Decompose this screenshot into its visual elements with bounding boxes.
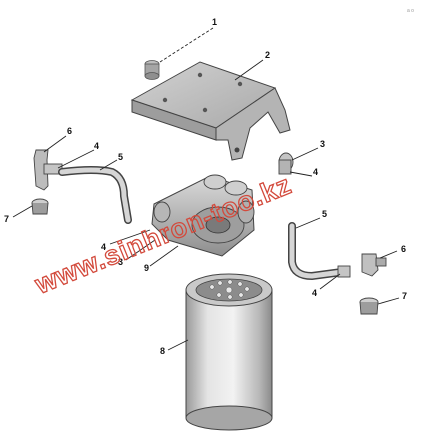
part-3-fitting <box>278 152 294 175</box>
callout-4-right-upper: 4 <box>313 167 318 177</box>
part-1-plug <box>144 60 160 80</box>
callout-3: 3 <box>320 139 325 149</box>
callout-7-right: 7 <box>402 291 407 301</box>
right-hose-assembly <box>288 222 387 315</box>
callout-3-center: 3 <box>118 257 123 267</box>
part-8-filter-canister <box>185 273 273 431</box>
callout-6-right: 6 <box>401 244 406 254</box>
leader-lines <box>12 27 400 351</box>
callout-6-left: 6 <box>67 126 72 136</box>
callout-5-left: 5 <box>118 152 123 162</box>
callout-1: 1 <box>212 17 217 27</box>
filter-head <box>151 174 255 257</box>
callout-8: 8 <box>160 346 165 356</box>
corner-mark: a o <box>407 8 414 14</box>
callout-2: 2 <box>265 50 270 60</box>
callout-4-left: 4 <box>94 141 99 151</box>
callout-labels: 1 2 3 4 4 4 4 5 5 6 6 7 7 8 9 3 <box>4 17 407 356</box>
left-hose-assembly <box>31 149 132 224</box>
callout-7-left: 7 <box>4 214 9 224</box>
callout-5-right: 5 <box>322 209 327 219</box>
callout-4-right-lower: 4 <box>312 288 317 298</box>
callout-9: 9 <box>144 263 149 273</box>
callout-4-center: 4 <box>101 242 106 252</box>
part-2-bracket <box>130 61 291 161</box>
